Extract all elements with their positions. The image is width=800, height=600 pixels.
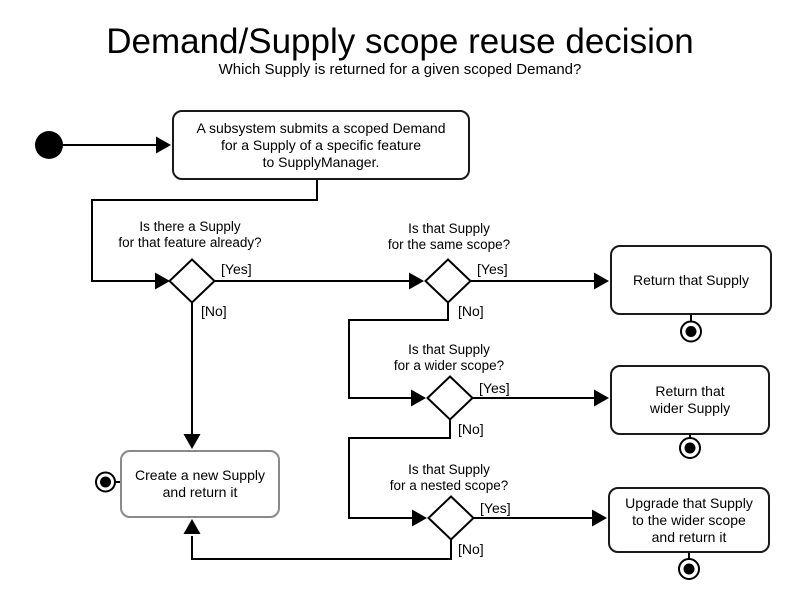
edge-decision4-no-to-create xyxy=(183,519,452,560)
arrowhead-icon xyxy=(183,519,201,534)
final-node-icon xyxy=(678,558,700,580)
action-node-upgrade-supply: Upgrade that Supply to the wider scope a… xyxy=(608,487,770,553)
edge-decision3-yes-to-return-wider xyxy=(473,389,609,407)
arrowhead-icon xyxy=(411,389,426,407)
edge-label-no-4: [No] xyxy=(458,541,484,557)
edge-decision2-yes-to-return xyxy=(471,272,609,290)
edge-decision1-no-to-create xyxy=(183,303,201,449)
edge-start-to-submit xyxy=(63,136,171,154)
action-node-return-supply: Return that Supply xyxy=(610,245,772,315)
decision-label-supply-exists: Is there a Supply for that feature alrea… xyxy=(118,219,262,250)
decision-label-nested-scope: Is that Supply for a nested scope? xyxy=(389,462,509,493)
arrowhead-icon xyxy=(155,272,170,290)
edge-decision1-yes-to-decision2 xyxy=(214,272,424,290)
edge-label-no-3: [No] xyxy=(458,421,484,437)
arrowhead-icon xyxy=(594,272,609,290)
edge-label-no-1: [No] xyxy=(201,303,227,319)
initial-node-icon xyxy=(35,131,63,159)
final-node-icon xyxy=(679,437,701,459)
edge-label-yes-4: [Yes] xyxy=(480,500,511,516)
edge-submit-to-decision1 xyxy=(91,180,318,290)
decision-diamond-wider-scope xyxy=(426,375,474,421)
arrowhead-icon xyxy=(156,136,171,154)
arrowhead-icon xyxy=(592,509,607,527)
edge-decision3-no-to-decision4 xyxy=(348,420,451,527)
edge-decision4-yes-to-upgrade xyxy=(474,509,607,527)
decision-diamond-supply-exists xyxy=(168,258,216,304)
decision-diamond-nested-scope xyxy=(427,495,475,541)
arrowhead-icon xyxy=(412,509,427,527)
edge-label-no-2: [No] xyxy=(458,303,484,319)
arrowhead-icon xyxy=(409,272,424,290)
action-node-return-wider-supply: Return that wider Supply xyxy=(610,365,770,435)
decision-label-wider-scope: Is that Supply for a wider scope? xyxy=(393,342,505,373)
page-subtitle: Which Supply is returned for a given sco… xyxy=(218,61,582,78)
action-node-create-supply: Create a new Supply and return it xyxy=(120,450,280,518)
final-node-icon xyxy=(95,471,116,493)
decision-diamond-same-scope xyxy=(424,258,472,304)
arrowhead-icon xyxy=(183,434,201,449)
arrowhead-icon xyxy=(594,389,609,407)
edge-label-yes-3: [Yes] xyxy=(479,380,510,396)
decision-label-same-scope: Is that Supply for the same scope? xyxy=(387,221,511,252)
final-node-icon xyxy=(680,320,702,343)
page-title: Demand/Supply scope reuse decision xyxy=(106,22,694,61)
edge-label-yes-2: [Yes] xyxy=(477,261,508,277)
action-node-submit-demand: A subsystem submits a scoped Demand for … xyxy=(172,110,470,180)
edge-label-yes-1: [Yes] xyxy=(221,261,252,277)
edge-decision2-no-to-decision3 xyxy=(348,303,449,407)
